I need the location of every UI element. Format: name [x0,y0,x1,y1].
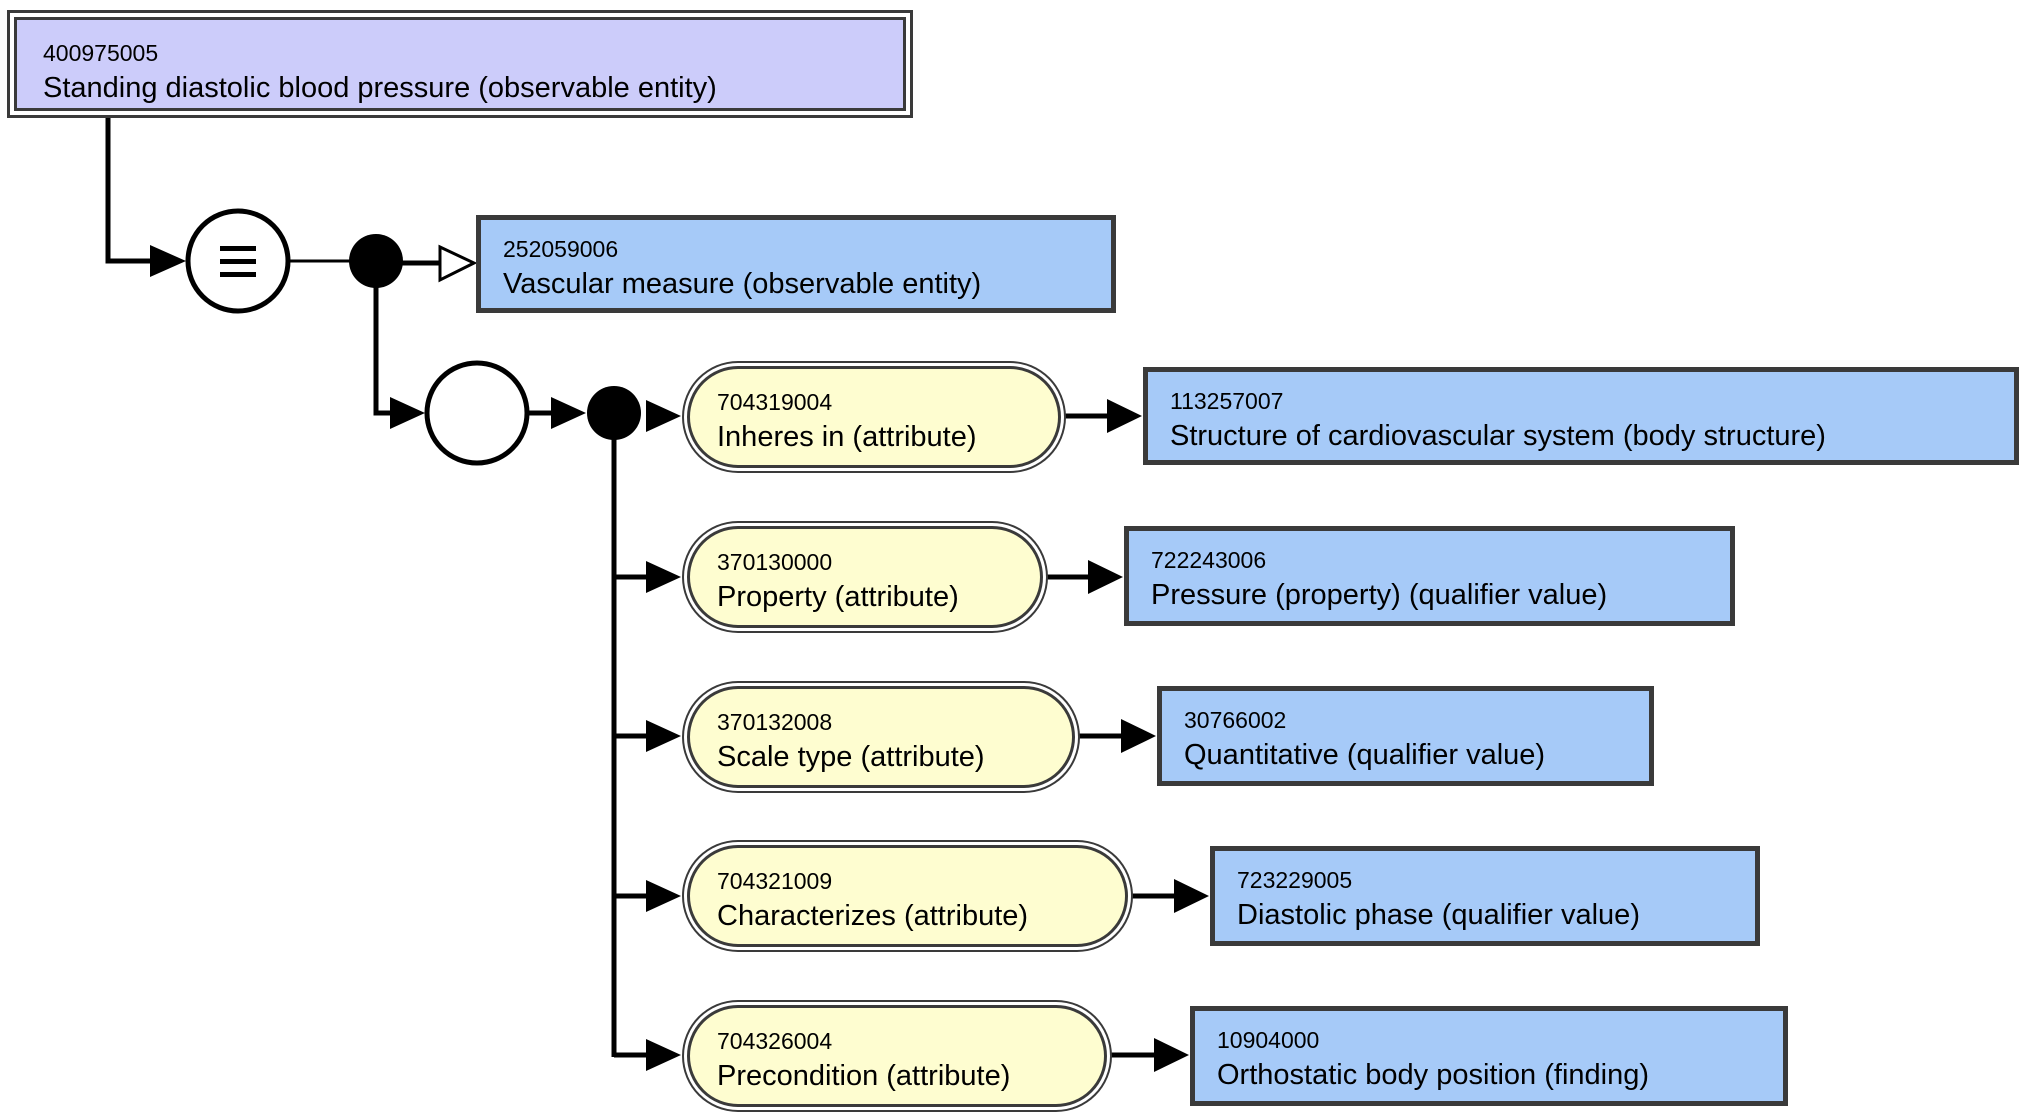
concept-term: Vascular measure (observable entity) [503,268,982,300]
attribute-sctid: 370132008 [717,709,833,735]
concept-term: Standing diastolic blood pressure (obser… [43,72,717,104]
conjunction-dot-icon [349,234,403,288]
focus-concept[interactable]: 400975005 Standing diastolic blood press… [7,10,913,118]
value-concept[interactable]: 10904000 Orthostatic body position (find… [1190,1006,1788,1106]
arrowhead [646,561,681,593]
value-concept[interactable]: 722243006 Pressure (property) (qualifier… [1124,526,1735,626]
arrowhead [1154,1038,1189,1072]
concept-term: Quantitative (qualifier value) [1184,739,1546,771]
arrowhead [1107,399,1142,433]
concept-sctid: 30766002 [1184,707,1287,733]
value-concept[interactable]: 30766002 Quantitative (qualifier value) [1157,686,1654,786]
arrowhead [1174,879,1209,913]
attribute-term: Precondition (attribute) [717,1060,1011,1092]
attribute-node[interactable]: 370130000 Property (attribute) [687,526,1043,628]
value-concept[interactable]: 723229005 Diastolic phase (qualifier val… [1210,846,1760,946]
attribute-group-icon [424,360,530,466]
connector-to-attribute-group [373,285,405,416]
attribute-term: Property (attribute) [717,581,959,613]
equivalence-bar [220,259,256,264]
arrowhead [551,397,586,429]
value-concept[interactable]: 113257007 Structure of cardiovascular sy… [1143,367,2019,465]
arrowhead [646,1039,681,1071]
attribute-node[interactable]: 704326004 Precondition (attribute) [687,1005,1107,1107]
arrowhead [1121,719,1156,753]
arrowhead [646,880,681,912]
attribute-term: Characterizes (attribute) [717,900,1029,932]
concept-term: Diastolic phase (qualifier value) [1237,899,1640,931]
arrowhead [646,400,681,432]
attribute-sctid: 704321009 [717,868,833,894]
attribute-sctid: 370130000 [717,549,833,575]
concept-term: Structure of cardiovascular system (body… [1170,420,1826,452]
isa-arrow-icon [438,244,478,283]
attribute-term: Scale type (attribute) [717,741,985,773]
arrowhead [1088,560,1123,594]
concept-sctid: 10904000 [1217,1027,1320,1053]
concept-sctid: 723229005 [1237,867,1353,893]
attribute-node[interactable]: 704319004 Inheres in (attribute) [687,366,1061,468]
attribute-node[interactable]: 370132008 Scale type (attribute) [687,686,1075,788]
equivalence-bar [220,272,256,277]
connector-focus-to-equivalence [105,118,170,264]
attribute-sctid: 704319004 [717,389,833,415]
arrowhead [646,720,681,752]
arrowhead [150,245,186,277]
concept-sctid: 722243006 [1151,547,1267,573]
attribute-node[interactable]: 704321009 Characterizes (attribute) [687,845,1128,947]
attribute-term: Inheres in (attribute) [717,421,977,453]
conjunction-dot-icon [587,386,641,440]
concept-sctid: 113257007 [1170,388,1284,414]
attribute-sctid: 704326004 [717,1028,833,1054]
concept-term: Pressure (property) (qualifier value) [1151,579,1608,611]
concept-sctid: 252059006 [503,236,619,262]
arrowhead [390,397,425,429]
concept-sctid: 400975005 [43,40,159,66]
concept-term: Orthostatic body position (finding) [1217,1059,1649,1091]
equivalence-bar [220,246,256,251]
parent-concept[interactable]: 252059006 Vascular measure (observable e… [476,215,1116,313]
